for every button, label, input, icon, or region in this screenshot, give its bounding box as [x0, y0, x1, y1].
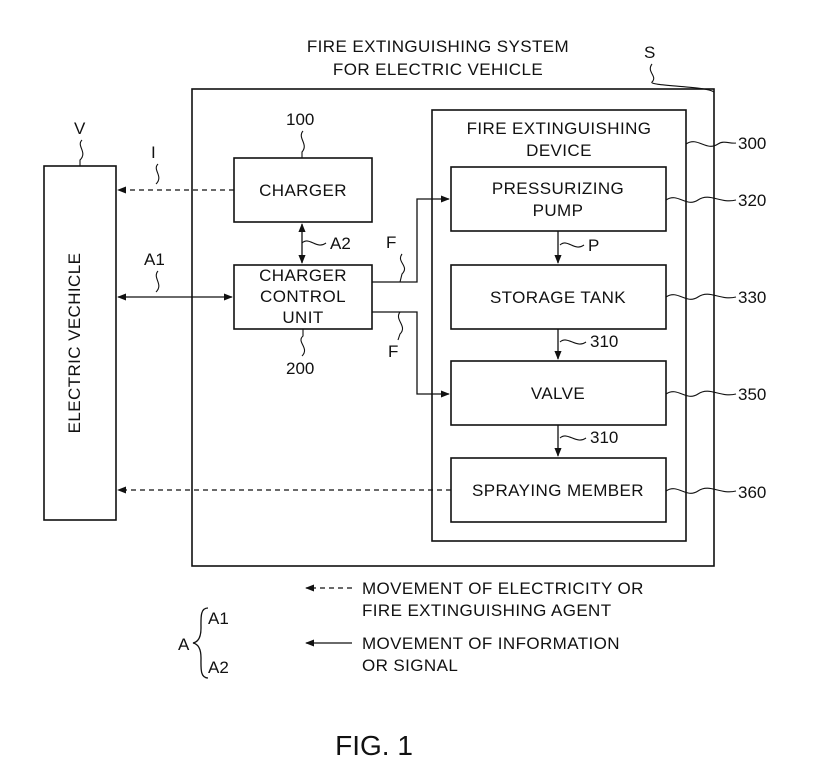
- legend-solid-text-line1: MOVEMENT OF INFORMATION: [362, 634, 620, 653]
- arrow-a1-label: A1: [144, 250, 165, 269]
- control-unit-label-line2: CONTROL: [260, 287, 346, 306]
- arrow-p-label: P: [588, 236, 599, 255]
- tank-ref-label: 330: [738, 288, 766, 307]
- system-title-line2: FOR ELECTRIC VEHICLE: [333, 60, 543, 79]
- electric-vehicle-label: ELECTRIC VECHICLE: [65, 253, 84, 434]
- valve-ref-label: 350: [738, 385, 766, 404]
- legend-group-label: A: [178, 635, 190, 654]
- spray-ref-label: 360: [738, 483, 766, 502]
- pump-label-line2: PUMP: [533, 201, 584, 220]
- device-label-line2: DEVICE: [526, 141, 592, 160]
- pump-ref-label: 320: [738, 191, 766, 210]
- spraying-member-label: SPRAYING MEMBER: [472, 481, 644, 500]
- valve-label: VALVE: [531, 384, 585, 403]
- legend-group-item1: A1: [208, 609, 229, 628]
- charger-label: CHARGER: [259, 181, 347, 200]
- control-unit-label-line1: CHARGER: [259, 266, 347, 285]
- legend-solid-text-line2: OR SIGNAL: [362, 656, 458, 675]
- system-title-line1: FIRE EXTINGUISHING SYSTEM: [307, 37, 569, 56]
- system-ref-label: S: [644, 43, 655, 62]
- pressurizing-pump-box: [451, 167, 666, 231]
- legend-dashed-text-line1: MOVEMENT OF ELECTRICITY OR: [362, 579, 644, 598]
- arrow-a2-label: A2: [330, 234, 351, 253]
- arrow-i-label: I: [151, 143, 156, 162]
- figure-label: FIG. 1: [335, 730, 413, 761]
- device-ref-label: 300: [738, 134, 766, 153]
- legend-brace: [193, 608, 208, 678]
- arrow-f-top-label: F: [386, 233, 396, 252]
- pipe-1-label: 310: [590, 332, 618, 351]
- system-ref-leader: [650, 64, 714, 92]
- legend-dashed-text-line2: FIRE EXTINGUISHING AGENT: [362, 601, 612, 620]
- pump-label-line1: PRESSURIZING: [492, 179, 624, 198]
- control-unit-label-line3: UNIT: [282, 308, 323, 327]
- legend-group-item2: A2: [208, 658, 229, 677]
- arrow-i-leader: [156, 164, 159, 184]
- pipe-2-label: 310: [590, 428, 618, 447]
- charger-ref-label: 100: [286, 110, 314, 129]
- control-unit-ref-label: 200: [286, 359, 314, 378]
- device-label-line1: FIRE EXTINGUISHING: [467, 119, 652, 138]
- vehicle-ref-leader: [80, 140, 83, 166]
- arrow-a1-leader: [156, 271, 159, 292]
- storage-tank-label: STORAGE TANK: [490, 288, 626, 307]
- arrow-f-bottom-label: F: [388, 342, 398, 361]
- vehicle-ref-label: V: [74, 119, 86, 138]
